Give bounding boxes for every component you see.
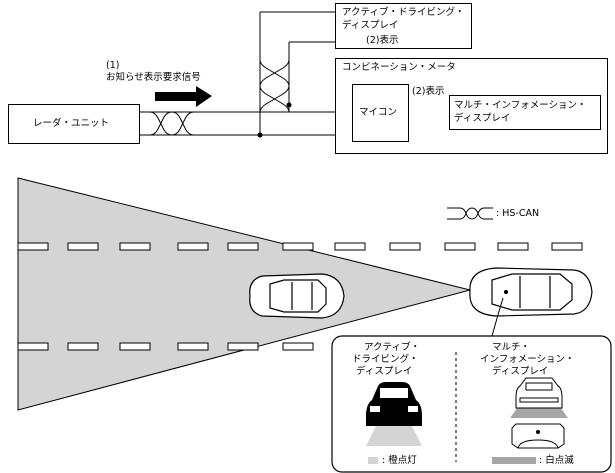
inset-mid-line2: インフォメーション・ bbox=[480, 354, 575, 365]
hscan-legend-label: : HS-CAN bbox=[496, 208, 540, 219]
adp-display-note: (2)表示 bbox=[366, 35, 399, 46]
active-driving-display-box: アクティブ・ドライビング・ ディスプレイ (2)表示 bbox=[335, 3, 472, 49]
inset-adp-line1: アクティブ・ bbox=[364, 342, 420, 353]
inset-adp-line3: ディスプレイ bbox=[356, 366, 413, 377]
legend-white-swatch bbox=[492, 457, 536, 464]
junction-dot bbox=[286, 102, 292, 108]
radar-unit-box: レーダ・ユニット bbox=[8, 104, 140, 144]
inset-mid-line1: マルチ・ bbox=[492, 342, 531, 353]
legend-orange-swatch bbox=[368, 457, 378, 464]
signal-label: お知らせ表示要求信号 bbox=[106, 72, 201, 83]
signal-arrow-icon bbox=[155, 86, 212, 107]
mid-vehicle-icons bbox=[510, 377, 568, 449]
legend-orange-label: : 橙点灯 bbox=[382, 455, 417, 466]
combination-meter-label: コンビネーション・メータ bbox=[342, 62, 456, 73]
leader-line bbox=[491, 297, 504, 337]
adp-label-line1: アクティブ・ドライビング・ bbox=[342, 7, 465, 18]
microcomputer-box: マイコン bbox=[352, 84, 409, 142]
junction-dot bbox=[257, 132, 263, 138]
own-vehicle-icon bbox=[469, 267, 593, 317]
radar-unit-label: レーダ・ユニット bbox=[33, 118, 110, 129]
inset-mid-line3: ディスプレイ bbox=[492, 366, 549, 377]
adp-label-line2: ディスプレイ bbox=[342, 20, 399, 31]
lane-markings bbox=[17, 242, 583, 351]
signal-number: (1) bbox=[106, 60, 120, 71]
microcomputer-label: マイコン bbox=[359, 107, 398, 118]
mid-display-note: (2)表示 bbox=[412, 86, 445, 97]
multi-information-display-box: マルチ・インフォメーション・ ディスプレイ bbox=[449, 95, 601, 130]
adp-vehicle-rear-icon bbox=[366, 382, 422, 446]
twisted-pair-vertical-icon bbox=[259, 59, 290, 113]
preceding-car-icon bbox=[249, 273, 345, 319]
legend-white-label: : 白点滅 bbox=[539, 455, 574, 466]
hscan-legend-icon bbox=[447, 207, 493, 220]
twisted-pair-icon bbox=[142, 111, 198, 136]
inset-adp-line2: ドライビング・ bbox=[352, 354, 419, 365]
mid-label-line2: ディスプレイ bbox=[454, 113, 511, 124]
mid-label-line1: マルチ・インフォメーション・ bbox=[454, 100, 587, 111]
